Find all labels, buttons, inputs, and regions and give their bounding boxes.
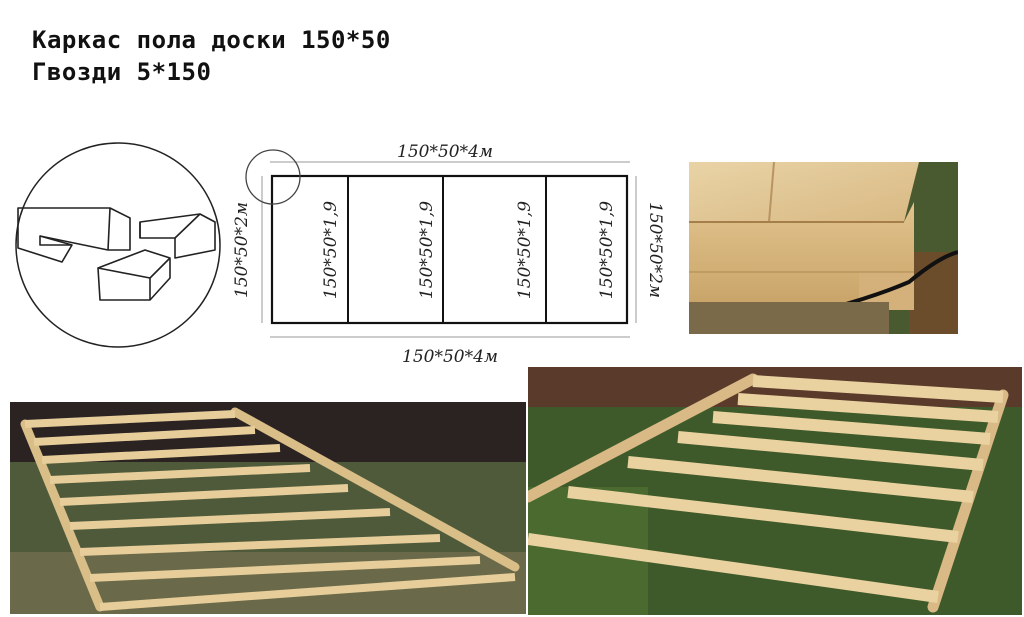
top-dimension: 150*50*4м xyxy=(397,142,493,162)
corner-joint-photo xyxy=(689,162,958,334)
detail-circle xyxy=(15,142,221,348)
joist-label: 150*50*1,9 xyxy=(321,201,341,299)
joist-label: 150*50*1,9 xyxy=(597,201,617,299)
title-line-2: Гвозди 5*150 xyxy=(32,58,212,86)
left-dimension: 150*50*2м xyxy=(232,202,252,298)
right-dimension: 150*50*2м xyxy=(645,202,665,298)
floor-frame-photo-left xyxy=(10,402,526,614)
title-line-1: Каркас пола доски 150*50 xyxy=(32,26,391,54)
joist-label: 150*50*1,9 xyxy=(417,201,437,299)
corner-detail-circle xyxy=(245,149,301,205)
frame-outline xyxy=(270,174,629,325)
bottom-dimension: 150*50*4м xyxy=(402,347,498,367)
floor-frame-photo-right xyxy=(528,367,1022,615)
joist-label: 150*50*1,9 xyxy=(515,201,535,299)
